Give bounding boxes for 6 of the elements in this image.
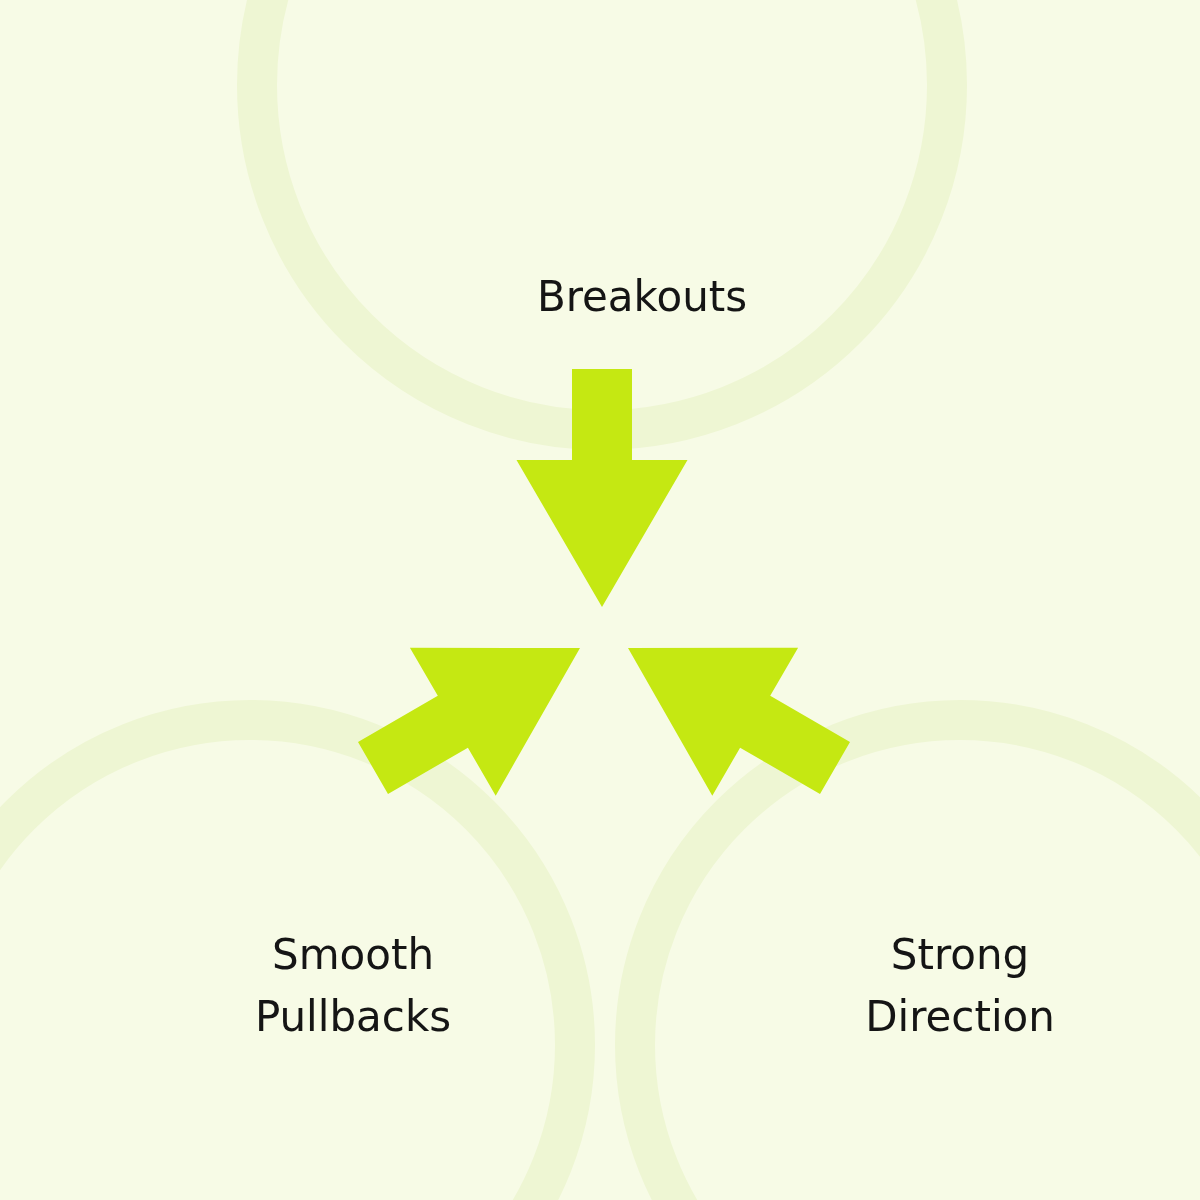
circle-label: Strong Direction	[864, 929, 1056, 1043]
circle-label: Smooth Pullbacks	[253, 929, 453, 1043]
arrow	[358, 647, 580, 796]
circle-label: Breakouts	[535, 271, 749, 323]
arrow	[628, 647, 850, 796]
arrow	[516, 369, 688, 607]
